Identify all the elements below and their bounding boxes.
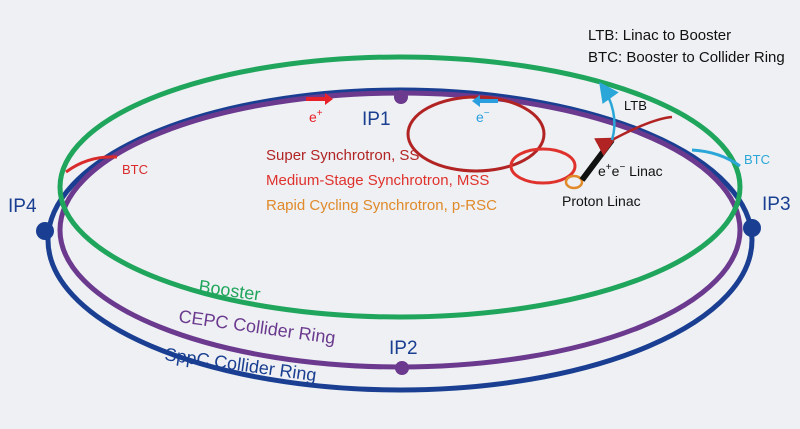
electron-base: e bbox=[476, 109, 484, 125]
linac-e2: e bbox=[612, 163, 620, 179]
ip2-marker bbox=[395, 361, 409, 375]
booster-ring bbox=[57, 54, 743, 320]
super-synchrotron-ring bbox=[406, 95, 546, 173]
ltb-blue-line bbox=[599, 81, 619, 141]
positron-sup: + bbox=[317, 108, 323, 119]
ip4-marker bbox=[36, 222, 54, 240]
sppc-collider-ring bbox=[45, 87, 755, 393]
linac-word: Linac bbox=[625, 163, 662, 179]
linac-sup1: + bbox=[606, 162, 612, 173]
ip3-marker bbox=[743, 219, 761, 237]
proton-linac-label: Proton Linac bbox=[562, 193, 641, 209]
linac-e1: e bbox=[598, 163, 606, 179]
ip3-label: IP3 bbox=[762, 194, 791, 215]
electron-arrow bbox=[472, 95, 498, 107]
linac-label: e+e− Linac bbox=[598, 162, 663, 179]
ltb-red-line bbox=[594, 115, 673, 156]
electron-label: e− bbox=[476, 108, 490, 125]
ip1-label: IP1 bbox=[362, 109, 391, 130]
ltb-tag: LTB bbox=[624, 98, 647, 113]
ip2-label: IP2 bbox=[389, 338, 418, 359]
rapid-cycling-synchrotron-ring bbox=[564, 174, 584, 190]
linac-sup2: − bbox=[619, 162, 625, 173]
ss-label: Super Synchrotron, SS bbox=[266, 147, 419, 164]
legend-btc: BTC: Booster to Collider Ring bbox=[588, 49, 785, 66]
btc-left-tag: BTC bbox=[122, 162, 148, 177]
prsc-label: Rapid Cycling Synchrotron, p-RSC bbox=[266, 197, 497, 214]
electron-sup: − bbox=[484, 108, 490, 119]
positron-base: e bbox=[309, 109, 317, 125]
ip4-label: IP4 bbox=[8, 196, 37, 217]
medium-stage-synchrotron-ring bbox=[509, 147, 577, 185]
btc-right-tag: BTC bbox=[744, 152, 770, 167]
ip1-marker bbox=[394, 90, 408, 104]
positron-arrow bbox=[306, 93, 333, 105]
positron-label: e+ bbox=[309, 108, 323, 125]
legend-ltb: LTB: Linac to Booster bbox=[588, 27, 731, 44]
mss-label: Medium-Stage Synchrotron, MSS bbox=[266, 172, 489, 189]
btc-right-line bbox=[691, 148, 741, 168]
btc-left-line bbox=[65, 155, 118, 174]
